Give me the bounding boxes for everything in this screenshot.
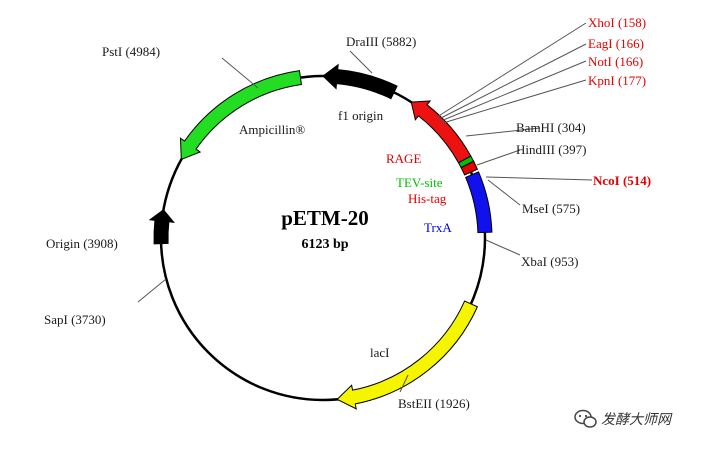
plasmid-name: pETM-20 [281,206,369,230]
leader-noti [440,60,587,122]
site-dralll: DraIII (5882) [346,34,416,49]
feature-trxa-label: TrxA [424,220,452,235]
leader-psti [221,57,259,89]
leader-xbai [485,239,521,256]
feature-his-label: His-tag [408,191,447,206]
leader-ncoi [485,176,593,181]
site-eagi: EagI (166) [588,36,644,51]
feature-trxa-arc [465,171,493,234]
feature-f1-arc [322,63,398,100]
leader-eagi [438,43,587,120]
feature-f1-label: f1 origin [338,108,384,123]
plasmid-size: 6123 bp [301,237,348,252]
leader-bsteii [399,374,409,393]
site-bsteii: BstEII (1926) [398,396,470,411]
feature-tev-label: TEV-site [396,175,443,190]
leader-sapi [137,278,167,303]
watermark-text: 发酵大师网 [601,412,673,428]
feature-rage-label: RAGE [386,151,421,166]
site-noti: NotI (166) [588,54,643,69]
leader-kpni [442,79,587,124]
feature-ampicillin-arc [179,70,302,161]
site-xhoi: XhoI (158) [588,15,646,30]
site-xbai: XbaI (953) [521,254,578,269]
site-bamhi: BamHI (304) [516,120,586,135]
feature-origin-arc [148,209,175,245]
feature-laci-arc [336,300,479,410]
site-kpni: KpnI (177) [588,73,646,88]
site-ncoi: NcoI (514) [593,173,651,188]
leader-lines [137,22,593,393]
feature-laci-label: lacI [370,345,389,360]
leader-msei [487,179,521,206]
site-sapi: SapI (3730) [44,312,106,327]
site-origin: Origin (3908) [46,236,118,251]
leader-hindiii [476,149,521,166]
feature-ampicillin-label: Ampicillin® [239,122,305,137]
leader-dralll [349,50,373,74]
features-layer [148,63,493,410]
feature-his-arc [460,160,479,176]
wechat-icon [574,409,597,428]
site-psti: PstI (4984) [102,44,160,59]
leader-bamhi [465,127,541,137]
site-hindiii: HindIII (397) [516,142,586,157]
watermark: 发酵大师网 [574,409,673,428]
leader-xhoi [436,22,587,118]
site-msei: MseI (575) [522,201,580,216]
